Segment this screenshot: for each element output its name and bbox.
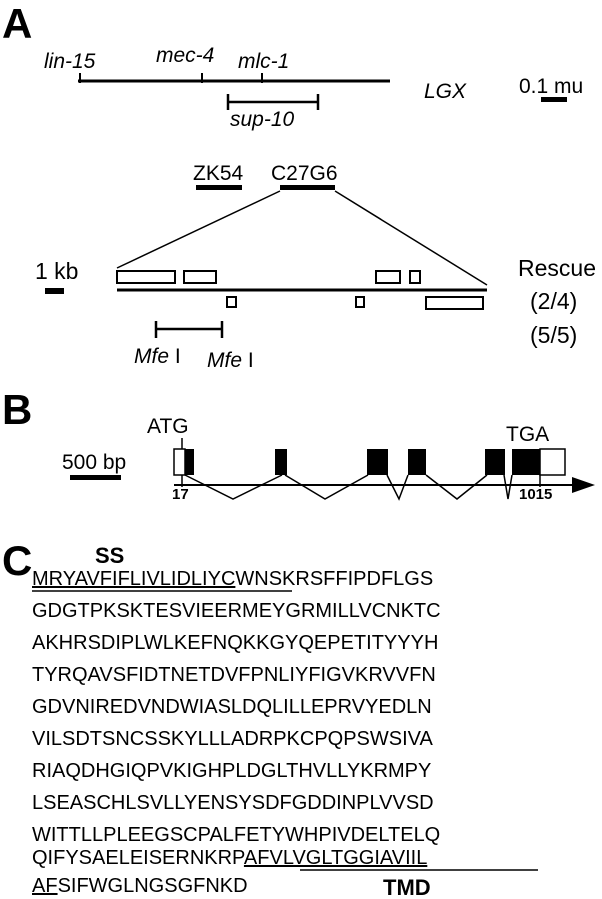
exon-box bbox=[367, 449, 388, 475]
rescue-fragment-box bbox=[183, 270, 217, 284]
rescue-fragment-box bbox=[425, 296, 484, 310]
mfe-label-right: Mfe I bbox=[207, 349, 254, 372]
start-codon-label: ATG bbox=[147, 415, 189, 438]
exon-box bbox=[185, 449, 194, 475]
start-position-number: 17 bbox=[172, 486, 189, 503]
sequence-line: QIFYSAELEISERNKRPAFVLVGLTGGIAVIIL bbox=[32, 847, 427, 869]
rescue-fragment-box bbox=[116, 270, 176, 284]
cosmid-c27g6-bar bbox=[280, 185, 335, 190]
kb-scale-label: 1 kb bbox=[35, 258, 78, 284]
sequence-line: VILSDTSNCSSKYLLLADRPKCPQPSWSIVA bbox=[32, 728, 434, 750]
stop-codon-label: TGA bbox=[506, 423, 549, 446]
physical-map: ZK54 C27G6 1 kb Mfe I Mfe I Rescue (2/4)… bbox=[35, 162, 596, 372]
intron-connector bbox=[386, 474, 409, 501]
rescue-fragment-box bbox=[226, 296, 237, 308]
sequence-line: GDVNIREDVNDWIASLDQLILLEPRVYEDLN bbox=[32, 696, 432, 718]
exon-box bbox=[512, 449, 540, 475]
rescue-title: Rescue bbox=[518, 255, 596, 281]
sequence-line: AFSIFWGLNGSGFNKD bbox=[32, 875, 248, 897]
end-position-number: 1015 bbox=[519, 486, 552, 503]
gene-mlc-1: mlc-1 bbox=[238, 50, 289, 73]
genetic-map: lin-15 mec-4 mlc-1 LGX sup-10 0.1 mu bbox=[44, 44, 583, 131]
rescue-value-2: (5/5) bbox=[530, 322, 577, 348]
panel-label-a: A bbox=[2, 0, 32, 47]
sequence-line: TYRQAVSFIDTNETDVFPNLIYFIGVKRVVFN bbox=[32, 664, 436, 686]
sequence-line: MRYAVFIFLIVLIDLIYCWNSKRSFFIPDFLGS bbox=[32, 568, 433, 590]
signal-peptide: MRYAVFIFLIVLIDLIYC bbox=[32, 568, 235, 590]
zoom-line-left bbox=[116, 190, 281, 269]
gene-lin-15: lin-15 bbox=[44, 50, 96, 73]
sequence-line: RIAQDHGIQPVKIGHPLDGLTHVLLYKRMPY bbox=[32, 760, 431, 782]
panel-label-b: B bbox=[2, 386, 32, 433]
sequence-line: LSEASCHLSVLLYENSYSDFGDDINPLVVSD bbox=[32, 792, 434, 814]
transmembrane-domain-end: AF bbox=[32, 875, 58, 897]
utr-5-prime bbox=[173, 448, 186, 476]
cosmid-zk54-label: ZK54 bbox=[193, 162, 244, 185]
map-scale-label: 0.1 mu bbox=[519, 75, 583, 98]
gene-sup-10: sup-10 bbox=[230, 108, 295, 131]
direction-arrowhead bbox=[572, 477, 595, 493]
kb-scale-bar bbox=[45, 288, 64, 294]
chromosome-label: LGX bbox=[424, 80, 467, 103]
rescue-value-1: (2/4) bbox=[530, 288, 577, 314]
mfe-label-left: Mfe I bbox=[134, 345, 181, 368]
zoom-line-right bbox=[334, 190, 488, 286]
cosmid-c27g6-label: C27G6 bbox=[271, 162, 338, 185]
signal-sequence-label: SS bbox=[95, 543, 124, 568]
bp-scale-label: 500 bp bbox=[62, 451, 126, 474]
rescue-fragment-box bbox=[355, 296, 365, 308]
protein-sequence: SS MRYAVFIFLIVLIDLIYCWNSKRSFFIPDFLGS GDG… bbox=[32, 543, 538, 899]
panel-label-c: C bbox=[2, 537, 32, 584]
intron-connector bbox=[284, 474, 369, 500]
gene-mec-4: mec-4 bbox=[156, 44, 214, 67]
tmd-label: TMD bbox=[383, 875, 431, 899]
sequence-line: GDGTPKSKTESVIEERMEYGRMILLVCNKTC bbox=[32, 600, 441, 622]
intron-connector bbox=[184, 474, 283, 500]
utr-3-prime bbox=[539, 448, 566, 476]
gene-structure: 500 bp ATG TGA 17 1015 bbox=[62, 415, 595, 503]
exon-box bbox=[485, 449, 505, 475]
sequence-line: WITTLLPLEEGSCPALFETYWHPIVDELTELQ bbox=[32, 824, 440, 846]
exon-box bbox=[275, 449, 287, 475]
cosmid-zk54-bar bbox=[196, 185, 242, 190]
intron-connector bbox=[425, 474, 488, 500]
bp-scale-bar bbox=[70, 475, 121, 480]
transmembrane-domain: AFVLVGLTGGIAVIIL bbox=[244, 847, 427, 869]
map-scale-bar bbox=[541, 97, 567, 102]
rescue-fragment-box bbox=[375, 270, 401, 284]
intron-connector bbox=[503, 474, 513, 500]
rescue-fragment-box bbox=[409, 270, 421, 284]
exon-box bbox=[408, 449, 426, 475]
sequence-line: AKHRSDIPLWLKEFNQKKGYQEPETITYYYH bbox=[32, 632, 438, 654]
